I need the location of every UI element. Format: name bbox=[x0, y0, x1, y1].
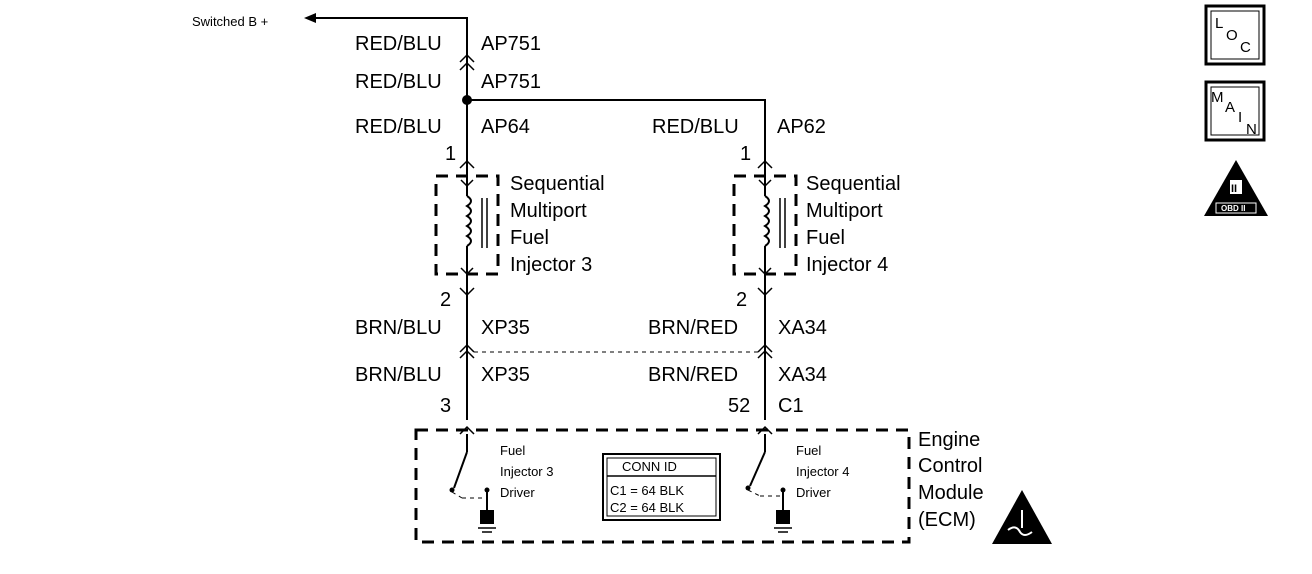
injector3-name-line-1: Sequential bbox=[510, 173, 605, 195]
injector3-name-line-2: Multiport bbox=[510, 200, 587, 222]
injector4-lower-circuit: XA34 bbox=[778, 317, 827, 339]
injector3-driver-switch bbox=[449, 425, 490, 514]
main-a: A bbox=[1225, 99, 1235, 116]
obd-ii-icon[interactable] bbox=[1204, 160, 1268, 216]
injector3-inline-connector-b bbox=[459, 349, 475, 359]
injector3-name-line-3: Fuel bbox=[510, 227, 549, 249]
injector4-lower-color: BRN/RED bbox=[648, 317, 738, 339]
ecm-box bbox=[414, 428, 911, 544]
injector3-upper-color: RED/BLU bbox=[355, 116, 442, 138]
conn-id-row-1: C1 = 64 BLK bbox=[610, 483, 684, 498]
obd-label: OBD II bbox=[1221, 204, 1245, 213]
injector4-upper-pin: 1 bbox=[740, 143, 751, 165]
driver3-line-3: Driver bbox=[500, 485, 535, 500]
supply-wire bbox=[304, 13, 468, 48]
arrow-left-icon bbox=[304, 13, 316, 23]
driver3-line-2: Injector 3 bbox=[500, 464, 553, 479]
ecm-name-line-3: Module bbox=[918, 482, 984, 504]
injector4-name-line-4: Injector 4 bbox=[806, 254, 888, 276]
supply-label: Switched B + bbox=[192, 14, 268, 29]
obd-roman: II bbox=[1231, 183, 1237, 195]
top-connector-2 bbox=[459, 61, 475, 71]
ground-icon bbox=[774, 510, 792, 533]
injector3-component bbox=[434, 172, 500, 294]
main-i: I bbox=[1238, 109, 1242, 126]
injector4-inline-connector-a bbox=[757, 343, 773, 353]
main-n: N bbox=[1246, 121, 1257, 138]
injector4-component bbox=[732, 160, 798, 294]
injector3-lower-circuit: XP35 bbox=[481, 317, 530, 339]
injector4-ecm-pin: 52 bbox=[728, 395, 750, 417]
top-connector-1-circuit: AP751 bbox=[481, 33, 541, 55]
injector4-name-line-3: Fuel bbox=[806, 227, 845, 249]
injector3-ecm-color: BRN/BLU bbox=[355, 364, 442, 386]
injector3-ecm-pin: 3 bbox=[440, 395, 451, 417]
injector3-upper-circuit: AP64 bbox=[481, 116, 530, 138]
ground-icon bbox=[478, 510, 496, 533]
injector4-name-line-2: Multiport bbox=[806, 200, 883, 222]
top-connector-2-color: RED/BLU bbox=[355, 71, 442, 93]
ecm-name-line-2: Control bbox=[918, 455, 982, 477]
injector4-ecm-color: BRN/RED bbox=[648, 364, 738, 386]
top-connector-2-circuit: AP751 bbox=[481, 71, 541, 93]
ecm-name-line-4: (ECM) bbox=[918, 509, 976, 531]
conn-id-table bbox=[602, 453, 721, 521]
top-connector-1-color: RED/BLU bbox=[355, 33, 442, 55]
injector3-name-line-4: Injector 3 bbox=[510, 254, 592, 276]
injector3-lower-color: BRN/BLU bbox=[355, 317, 442, 339]
loc-o: O bbox=[1226, 27, 1238, 44]
injector4-upper-color: RED/BLU bbox=[652, 116, 739, 138]
injector3-lower-pin: 2 bbox=[440, 289, 451, 311]
injector4-ecm-connector: C1 bbox=[778, 395, 804, 417]
loc-c: C bbox=[1240, 39, 1251, 56]
conn-id-title: CONN ID bbox=[622, 459, 677, 474]
splice-branch-wire bbox=[467, 99, 766, 160]
driver4-line-2: Injector 4 bbox=[796, 464, 849, 479]
injector4-upper-circuit: AP62 bbox=[777, 116, 826, 138]
driver4-line-1: Fuel bbox=[796, 443, 821, 458]
loc-icon[interactable] bbox=[1204, 4, 1266, 66]
injector4-lower-pin: 2 bbox=[736, 289, 747, 311]
main-m: M bbox=[1211, 89, 1224, 106]
injector3-ecm-circuit: XP35 bbox=[481, 364, 530, 386]
injector4-ecm-circuit: XA34 bbox=[778, 364, 827, 386]
esd-warning-icon bbox=[992, 490, 1052, 544]
injector3-upper-connector bbox=[459, 159, 475, 169]
conn-id-row-2: C2 = 64 BLK bbox=[610, 500, 684, 515]
top-connector-1 bbox=[459, 48, 475, 96]
injector3-upper-pin: 1 bbox=[445, 143, 456, 165]
ecm-name-line-1: Engine bbox=[918, 429, 980, 451]
driver3-line-1: Fuel bbox=[500, 443, 525, 458]
injector4-inline-connector-b bbox=[757, 349, 773, 359]
main-icon[interactable] bbox=[1204, 80, 1266, 142]
injector3-inline-connector-a bbox=[459, 343, 475, 353]
loc-l: L bbox=[1215, 15, 1223, 32]
driver4-line-3: Driver bbox=[796, 485, 831, 500]
injector4-name-line-1: Sequential bbox=[806, 173, 901, 195]
injector4-driver-switch bbox=[745, 425, 786, 514]
